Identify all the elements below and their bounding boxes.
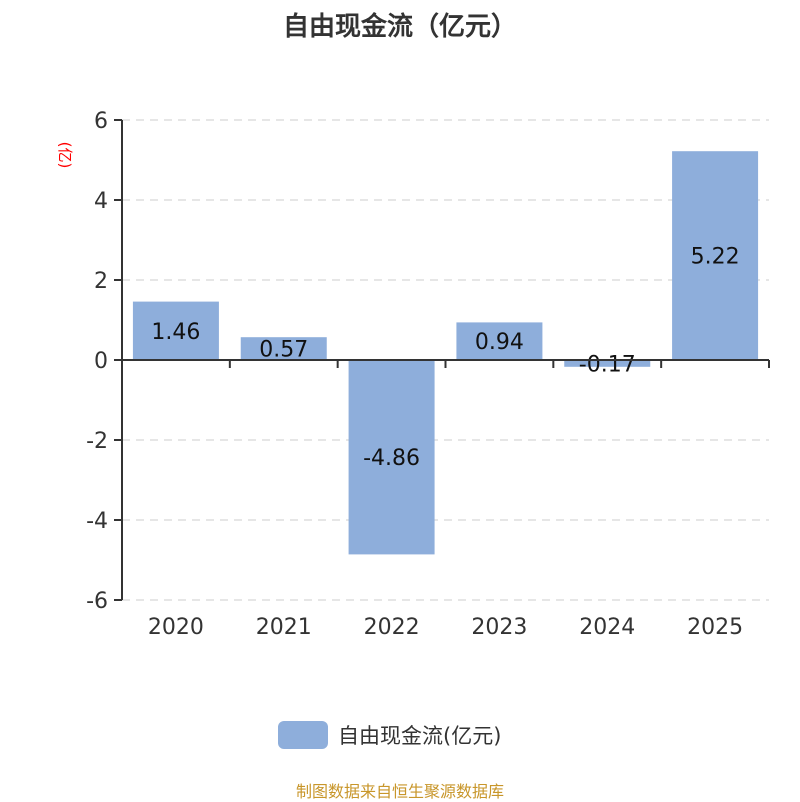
x-tick-label: 2022 — [364, 615, 420, 640]
data-label: 5.22 — [691, 245, 740, 270]
y-tick-label: 6 — [94, 109, 108, 134]
data-label: -4.86 — [363, 446, 420, 471]
legend[interactable]: 自由现金流(亿元) — [278, 720, 501, 750]
y-axis-label: (亿) — [56, 142, 74, 169]
data-label: 0.94 — [475, 330, 524, 355]
bar — [132, 301, 219, 360]
legend-swatch — [278, 721, 328, 749]
chart-title: 自由现金流（亿元） — [282, 12, 517, 42]
bar — [240, 337, 327, 360]
y-tick-label: -2 — [86, 429, 108, 454]
x-tick-label: 2024 — [579, 615, 635, 640]
y-tick-label: 0 — [94, 349, 108, 374]
y-tick-label: -6 — [86, 589, 108, 614]
y-tick-label: 2 — [94, 269, 108, 294]
data-label: 0.57 — [259, 338, 308, 363]
data-label: 1.46 — [151, 320, 200, 345]
bar — [564, 360, 651, 367]
legend-label: 自由现金流(亿元) — [338, 724, 502, 748]
bar — [456, 322, 543, 360]
source-note: 制图数据来自恒生聚源数据库 — [295, 782, 504, 801]
x-tick-label: 2020 — [148, 615, 204, 640]
x-tick-label: 2025 — [687, 615, 743, 640]
bar — [672, 151, 759, 360]
y-tick-label: -4 — [86, 509, 108, 534]
x-tick-label: 2023 — [471, 615, 527, 640]
x-tick-label: 2021 — [256, 615, 312, 640]
data-label: -0.17 — [579, 352, 636, 377]
bar — [348, 360, 435, 555]
y-tick-label: 4 — [94, 189, 108, 214]
